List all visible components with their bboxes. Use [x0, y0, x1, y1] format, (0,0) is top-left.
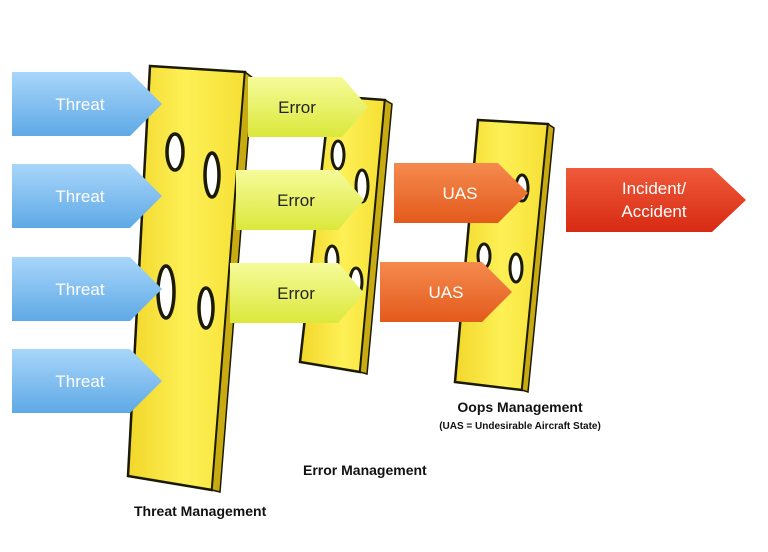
threat-arrow: Threat — [12, 257, 162, 321]
error-arrow: Error — [230, 263, 364, 323]
threat-arrow: Threat — [12, 164, 162, 228]
error-arrow: Error — [248, 77, 368, 137]
threat-label: Threat — [55, 187, 104, 206]
cheese-slice-oops — [453, 118, 555, 394]
threat-label: Threat — [55, 372, 104, 391]
incident-arrow: Incident/ Accident — [566, 168, 746, 232]
uas-arrow: UAS — [380, 262, 512, 322]
incident-label-line2: Accident — [621, 202, 686, 221]
error-arrow: Error — [236, 170, 364, 230]
oops-management-note: (UAS = Undesirable Aircraft State) — [439, 421, 601, 432]
error-label: Error — [278, 98, 316, 117]
threat-arrow: Threat — [12, 349, 162, 413]
threat-arrow: Threat — [12, 72, 162, 136]
incident-label-line1: Incident/ — [622, 179, 687, 198]
oops-management-caption: Oops Management — [457, 399, 583, 415]
uas-label: UAS — [429, 283, 464, 302]
cheese-slice-error — [298, 94, 393, 375]
threat-management-caption: Threat Management — [134, 503, 267, 519]
uas-arrow: UAS — [394, 163, 528, 223]
error-label: Error — [277, 284, 315, 303]
uas-label: UAS — [443, 184, 478, 203]
threat-label: Threat — [55, 95, 104, 114]
threat-label: Threat — [55, 280, 104, 299]
error-management-caption: Error Management — [303, 462, 427, 478]
error-label: Error — [277, 191, 315, 210]
